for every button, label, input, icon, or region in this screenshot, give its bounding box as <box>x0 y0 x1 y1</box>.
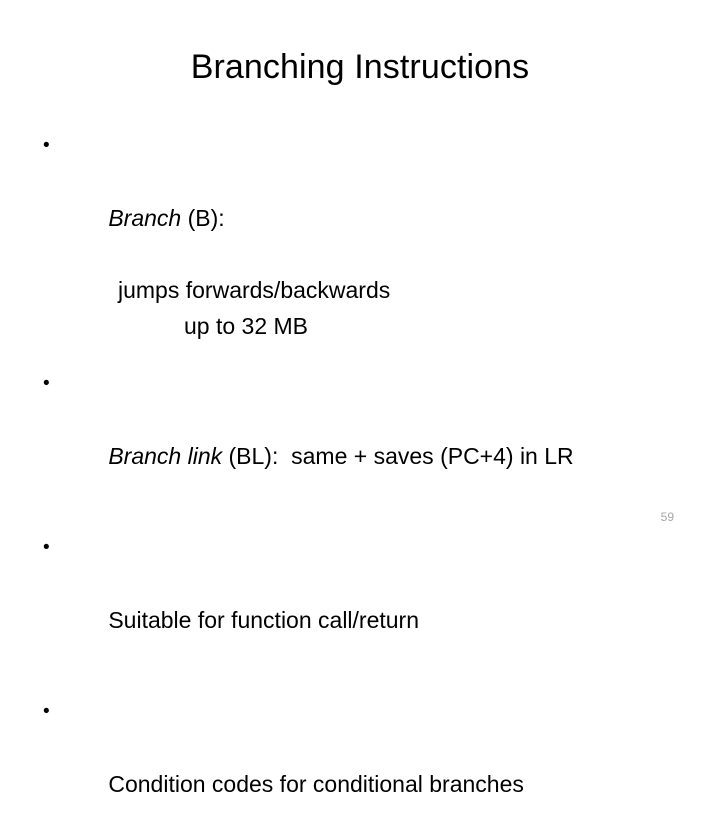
bullet-item-condition-codes: • Condition codes for conditional branch… <box>0 694 720 838</box>
bullet-dot-icon: • <box>43 537 50 558</box>
spacer <box>0 674 720 694</box>
page-title: Branching Instructions <box>190 48 530 86</box>
bullet-item-suitable: • Suitable for function call/return <box>0 530 720 674</box>
bullet-body-text: (BL): same + saves (PC+4) in LR <box>222 443 574 469</box>
bullet-emphasis-text: Branch link <box>108 443 223 469</box>
presentation-slide: Branching Instructions • Branch (B): jum… <box>43 48 674 797</box>
bullet-dot-icon: • <box>43 135 50 156</box>
bullet-body-text: Condition codes for conditional branches <box>108 771 524 797</box>
bullet-emphasis-text: Branch <box>108 205 182 231</box>
bullet-item-branch: • Branch (B): <box>0 128 720 272</box>
slide-page-number: 59 <box>660 510 674 524</box>
slide-body: • Branch (B): jumps forwards/backwards u… <box>0 128 720 838</box>
bullet-body-text: (B): <box>181 205 225 231</box>
spacer <box>0 510 720 530</box>
bullet-subline-jumps: jumps forwards/backwards <box>118 277 391 303</box>
bullet-item-branch-link: • Branch link (BL): same + saves (PC+4) … <box>0 366 720 510</box>
bullet-dot-icon: • <box>43 701 50 722</box>
bullet-body-text: Suitable for function call/return <box>108 607 420 633</box>
spacer <box>0 344 720 366</box>
bullet-subline-range: up to 32 MB <box>184 313 309 339</box>
bullet-dot-icon: • <box>43 373 50 394</box>
